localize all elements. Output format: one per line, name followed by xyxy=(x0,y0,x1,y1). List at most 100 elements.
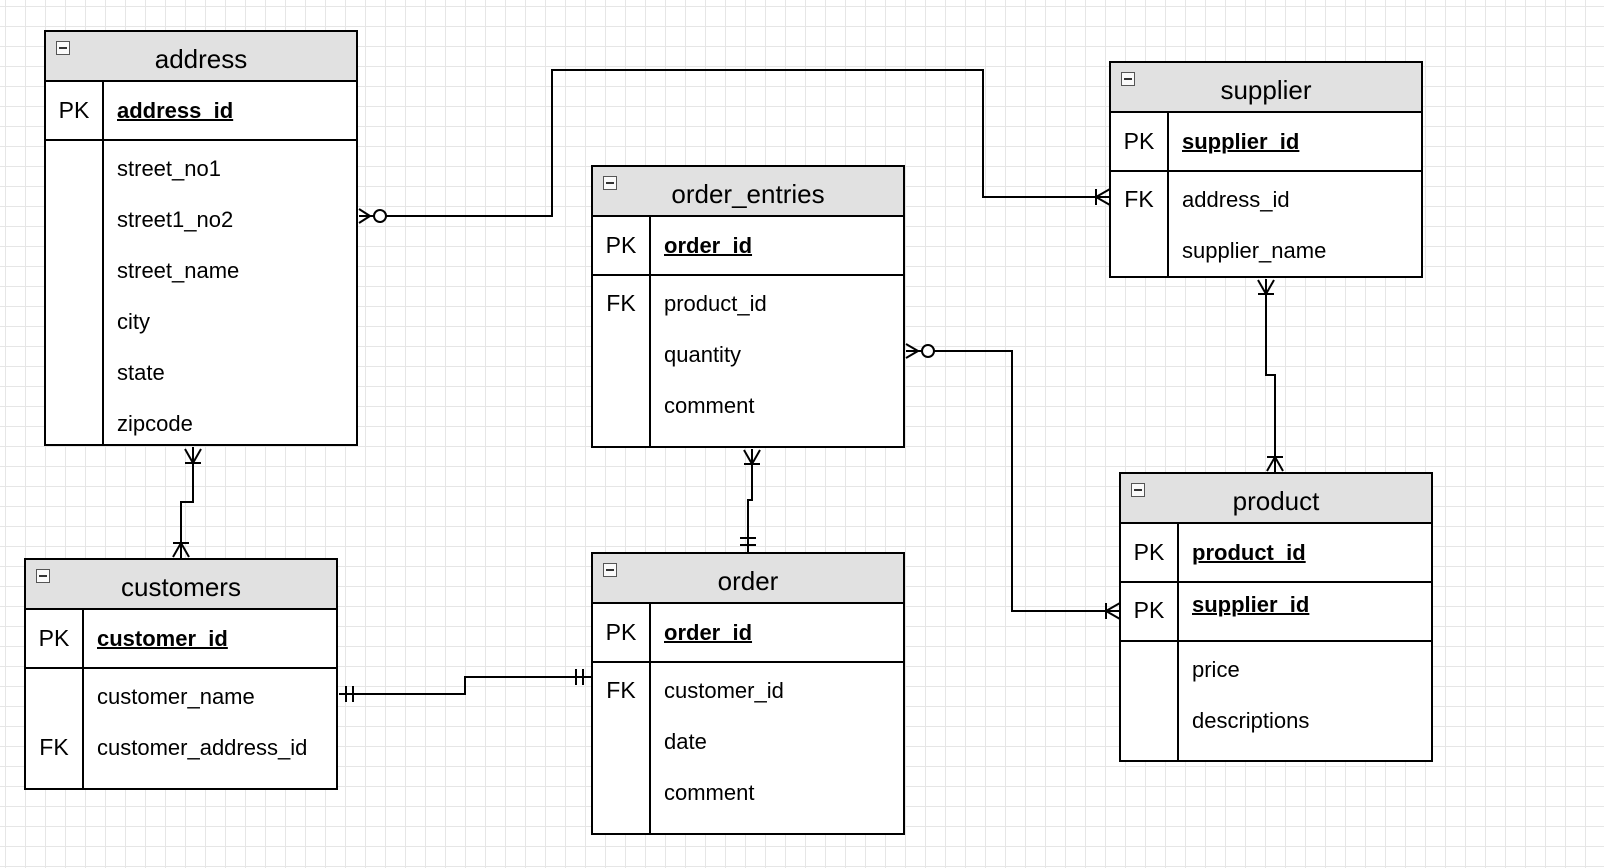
relation-supplier-product[interactable] xyxy=(1257,279,1284,472)
entity-header[interactable]: customers xyxy=(26,560,336,610)
primary-key-section: PK address_id xyxy=(46,82,356,141)
entity-customers[interactable]: customers PK customer_id customer_name F… xyxy=(24,558,338,790)
attribute-row[interactable]: price xyxy=(1121,644,1431,695)
entity-title: address xyxy=(154,44,248,74)
key-column xyxy=(593,276,651,446)
attribute-label: street_name xyxy=(117,258,240,283)
minus-square-icon[interactable] xyxy=(603,563,617,577)
minus-square-icon[interactable] xyxy=(1131,483,1145,497)
attributes-section: FK address_id supplier_name xyxy=(1111,172,1421,276)
entity-header[interactable]: address xyxy=(46,32,356,82)
attribute-row[interactable]: descriptions xyxy=(1121,695,1431,746)
key-column xyxy=(1121,583,1179,640)
key-label: PK xyxy=(1123,128,1155,154)
key-column xyxy=(1121,524,1179,581)
key-column xyxy=(593,663,651,833)
attribute-row[interactable]: quantity xyxy=(593,329,903,380)
attributes-section: FK customer_id date comment xyxy=(593,663,903,833)
key-label xyxy=(593,380,649,431)
minus-square-icon[interactable] xyxy=(1121,72,1135,86)
attribute-label: comment xyxy=(664,393,755,418)
primary-key-field: order_id xyxy=(664,620,753,645)
primary-key-field: customer_id xyxy=(97,626,228,651)
attribute-label: zipcode xyxy=(117,411,193,436)
attribute-label: customer_name xyxy=(97,684,255,709)
attribute-label: street1_no2 xyxy=(117,207,234,232)
key-label: FK xyxy=(39,734,69,760)
key-column xyxy=(1111,113,1169,170)
minus-square-icon[interactable] xyxy=(603,176,617,190)
attribute-row[interactable]: city xyxy=(46,296,356,347)
relation-order-entries-product[interactable] xyxy=(905,343,1121,620)
primary-key-field: order_id xyxy=(664,233,753,258)
attribute-row[interactable]: FK address_id xyxy=(1111,174,1421,225)
primary-key-section: PK customer_id xyxy=(26,610,336,669)
key-label xyxy=(26,671,82,722)
entity-product[interactable]: product PK product_id PK supplier_id pri… xyxy=(1119,472,1433,762)
entity-title: order xyxy=(717,566,779,596)
entity-order-entries[interactable]: order_entries PK order_id FK product_id … xyxy=(591,165,905,448)
attribute-label: city xyxy=(117,309,150,334)
entity-address[interactable]: address PK address_id street_no1 street1… xyxy=(44,30,358,446)
relation-address-supplier[interactable] xyxy=(358,69,1111,224)
attribute-row[interactable]: PK product_id xyxy=(1121,527,1431,578)
attribute-label: street_no1 xyxy=(117,156,221,181)
attribute-row[interactable]: PK order_id xyxy=(593,220,903,271)
attribute-label: descriptions xyxy=(1192,708,1310,733)
attribute-row[interactable]: FK product_id xyxy=(593,278,903,329)
entity-supplier[interactable]: supplier PK supplier_id FK address_id su… xyxy=(1109,61,1423,278)
attribute-row[interactable]: street_name xyxy=(46,245,356,296)
attribute-row[interactable]: comment xyxy=(593,380,903,431)
attribute-row[interactable]: street1_no2 xyxy=(46,194,356,245)
attribute-row[interactable]: PK order_id xyxy=(593,607,903,658)
attribute-label: date xyxy=(664,729,707,754)
attribute-row[interactable]: PK supplier_id xyxy=(1111,116,1421,167)
key-column xyxy=(46,141,104,444)
entity-header[interactable]: order_entries xyxy=(593,167,903,217)
relation-customers-order[interactable] xyxy=(339,669,592,702)
key-label: PK xyxy=(605,232,637,258)
primary-key-section: PK supplier_id xyxy=(1111,113,1421,172)
attribute-row[interactable]: state xyxy=(46,347,356,398)
attribute-label: supplier_name xyxy=(1182,238,1327,263)
key-label: PK xyxy=(1133,597,1165,623)
key-column xyxy=(26,610,84,667)
attribute-label: customer_id xyxy=(664,678,784,703)
attribute-row[interactable]: supplier_name xyxy=(1111,225,1421,276)
attribute-row[interactable]: date xyxy=(593,716,903,767)
attributes-section: customer_name FK customer_address_id xyxy=(26,669,336,788)
key-label xyxy=(593,329,649,380)
attribute-label: comment xyxy=(664,780,755,805)
attribute-row[interactable]: zipcode xyxy=(46,398,356,449)
attribute-label: quantity xyxy=(664,342,742,367)
entity-header[interactable]: supplier xyxy=(1111,63,1421,113)
key-label: PK xyxy=(38,625,70,651)
attribute-row[interactable]: customer_name xyxy=(26,671,336,722)
attribute-row[interactable]: FK customer_address_id xyxy=(26,722,336,773)
attribute-row[interactable]: PK supplier_id xyxy=(1121,585,1431,636)
attribute-row[interactable]: PK address_id xyxy=(46,85,356,136)
entity-header[interactable]: order xyxy=(593,554,903,604)
key-label: FK xyxy=(606,677,636,703)
attribute-label: price xyxy=(1192,657,1240,682)
relation-order-entries-order[interactable] xyxy=(740,449,761,553)
minus-square-icon[interactable] xyxy=(56,41,70,55)
key-column xyxy=(26,669,84,788)
key-column xyxy=(46,82,104,139)
attributes-section: street_no1 street1_no2 street_name city … xyxy=(46,141,356,444)
attribute-row[interactable]: FK customer_id xyxy=(593,665,903,716)
primary-key-field: supplier_id xyxy=(1182,129,1300,154)
attribute-row[interactable]: comment xyxy=(593,767,903,818)
entity-title: supplier xyxy=(1220,75,1312,105)
attribute-row[interactable]: street_no1 xyxy=(46,143,356,194)
key-label xyxy=(593,716,649,767)
entity-order[interactable]: order PK order_id FK customer_id date co… xyxy=(591,552,905,835)
attribute-row[interactable]: PK customer_id xyxy=(26,613,336,664)
key-label: PK xyxy=(1133,539,1165,565)
entity-title: product xyxy=(1232,486,1320,516)
attributes-section: price descriptions xyxy=(1121,642,1431,760)
minus-square-icon[interactable] xyxy=(36,569,50,583)
relation-address-customers[interactable] xyxy=(172,447,202,558)
entity-header[interactable]: product xyxy=(1121,474,1431,524)
